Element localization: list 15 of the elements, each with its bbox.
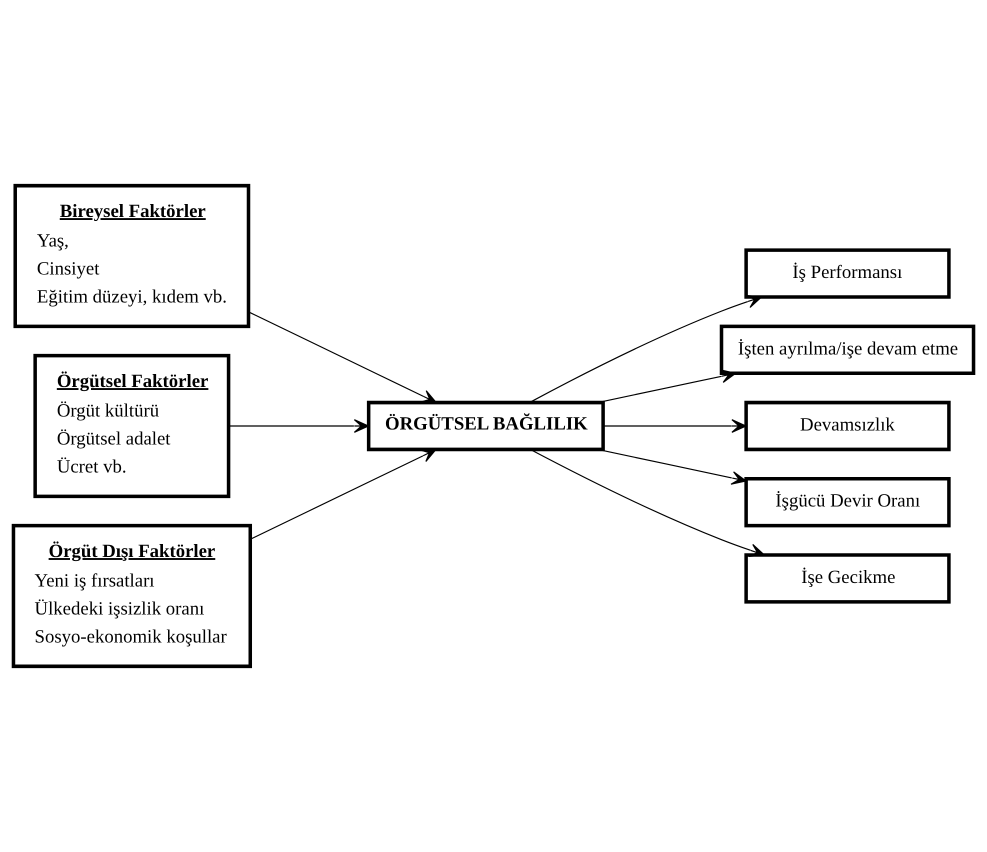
node-box: İşe Gecikme <box>744 553 951 604</box>
arrow <box>529 294 762 403</box>
node-box: İşgücü Devir Oranı <box>744 477 951 528</box>
node-box: Bireysel Faktörler Yaş, Cinsiyet Eğitim düzeyi, kıdem vb. <box>13 184 250 328</box>
arrow <box>248 311 437 404</box>
arrow <box>228 419 369 433</box>
node-box: Devamsızlık <box>744 400 951 452</box>
node-box: İşten ayrılma/işe devam etme <box>720 324 976 375</box>
arrow <box>530 449 765 557</box>
node-box: Örgütsel Faktörler Örgüt kültürü Örgütsel adalet Ücret vb. <box>33 354 230 498</box>
arrow <box>603 419 747 433</box>
node-box: Örgüt Dışı Faktörler Yeni iş fırsatları Ülkedeki işsizlik oranı Sosyo-ekonomik koşullar <box>12 524 252 668</box>
node-box: ÖRGÜTSEL BAĞLILIK <box>366 400 605 452</box>
node-box: İş Performansı <box>744 248 951 299</box>
arrow <box>250 449 436 540</box>
